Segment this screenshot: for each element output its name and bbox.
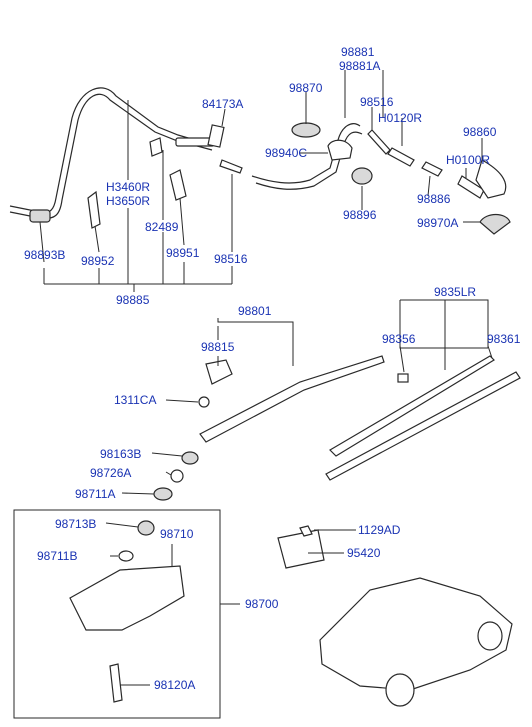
leader-lines	[39, 70, 493, 686]
washer-hose-assembly	[9, 87, 363, 229]
car-wheel-rear	[385, 673, 415, 707]
label-98870: 98870	[289, 81, 323, 95]
label-98120A: 98120A	[154, 678, 195, 692]
hose-grommet	[29, 209, 51, 223]
hose-piece	[387, 147, 415, 167]
bolt-1129AD	[299, 525, 313, 537]
nozzle-98940C	[327, 139, 353, 161]
relay-95420	[277, 529, 325, 569]
nozzle-98860	[475, 159, 507, 199]
nozzle-cap-98970A	[479, 213, 511, 235]
car-body	[319, 577, 513, 691]
label-H3650R: H3650R	[106, 194, 150, 208]
cap-98163B	[181, 451, 199, 465]
label-98516-bottom: 98516	[214, 252, 248, 266]
label-98893B: 98893B	[24, 248, 65, 262]
label-98881: 98881	[341, 45, 375, 59]
hose-clip-98952	[87, 190, 101, 229]
label-98885: 98885	[116, 293, 150, 307]
label-98516-top: 98516	[360, 95, 394, 109]
washer-nozzle-assembly	[291, 122, 511, 235]
wiper-motor-assembly	[13, 509, 325, 719]
label-98881A: 98881A	[339, 59, 380, 73]
label-84173A: 84173A	[202, 97, 243, 111]
label-98815: 98815	[201, 340, 235, 354]
label-H0120R: H0120R	[378, 111, 422, 125]
hose-H0100R	[457, 175, 485, 199]
hose-connector-84173A	[207, 124, 225, 148]
label-98801: 98801	[238, 304, 272, 318]
plug-98896	[351, 167, 373, 185]
label-H0100R: H0100R	[446, 153, 490, 167]
label-98860: 98860	[463, 125, 497, 139]
wiper-blade-9835LR	[329, 355, 495, 457]
cap-98815	[205, 359, 233, 385]
label-98940C: 98940C	[265, 146, 307, 160]
label-98361: 98361	[487, 332, 521, 346]
nut-98726A	[170, 469, 184, 483]
label-98163B: 98163B	[100, 447, 141, 461]
motor-group-frame	[13, 509, 221, 719]
label-98896: 98896	[343, 208, 377, 222]
wiper-refill-98361	[325, 371, 521, 481]
label-9835LR: 9835LR	[434, 285, 476, 299]
label-98951: 98951	[166, 246, 200, 260]
label-98726A: 98726A	[90, 466, 131, 480]
label-98711A: 98711A	[75, 487, 115, 501]
wiper-arm-blade-assembly	[153, 355, 521, 501]
connector-H0120R	[367, 129, 391, 155]
washer-98711A	[153, 487, 173, 501]
car-wheel-front	[477, 621, 503, 651]
label-1129AD: 1129AD	[358, 523, 401, 537]
check-valve-98516	[219, 159, 243, 174]
car-illustration	[319, 577, 513, 707]
nut-1311CA	[198, 396, 210, 408]
clip-98356	[397, 373, 409, 383]
label-98710: 98710	[160, 527, 194, 541]
label-H3460R: H3460R	[106, 180, 150, 194]
label-95420: 95420	[347, 546, 381, 560]
hose-clip-98951	[169, 169, 187, 201]
hose-clip-82489	[149, 137, 163, 157]
label-98886: 98886	[417, 192, 451, 206]
label-98713B: 98713B	[55, 517, 96, 531]
label-82489: 82489	[145, 220, 179, 234]
label-98356: 98356	[382, 332, 416, 346]
bolt-98120A	[109, 663, 123, 703]
washer-98711B	[118, 550, 134, 562]
label-98711B: 98711B	[37, 549, 77, 563]
label-1311CA: 1311CA	[114, 393, 156, 407]
grommet-98870	[291, 122, 321, 138]
label-98952: 98952	[81, 254, 115, 268]
wiper-motor-98710	[69, 565, 185, 631]
connector-98886	[421, 161, 443, 177]
label-98700: 98700	[245, 597, 279, 611]
part-labels: 98881 98881A 98870 84173A 98516 H0120R 9…	[24, 45, 521, 692]
wiper-arm-98801	[199, 355, 385, 443]
cap-98713B	[137, 520, 155, 536]
label-98970A: 98970A	[417, 216, 458, 230]
